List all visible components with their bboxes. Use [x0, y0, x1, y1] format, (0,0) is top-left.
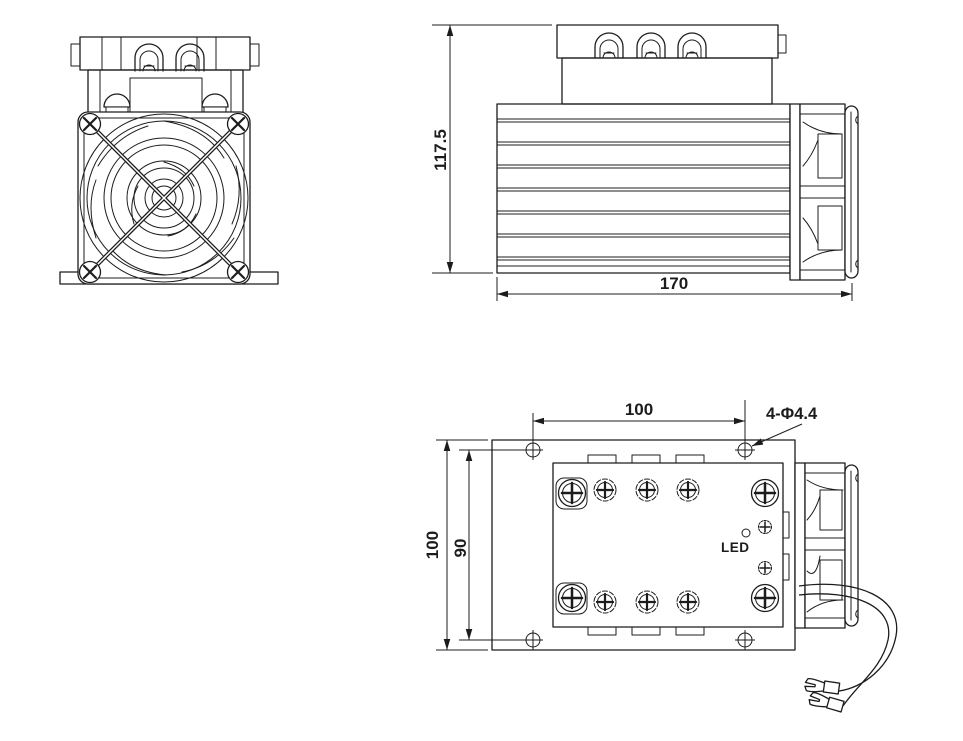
fork-terminal-icon [808, 691, 845, 713]
corner-screw-icon [226, 112, 250, 136]
heatsink-side [496, 103, 791, 274]
side-view: 117.5 170 [431, 24, 859, 301]
terminal-block-front [70, 36, 260, 72]
mounting-hole-icon [735, 630, 755, 650]
dimension-width: 170 [496, 274, 853, 301]
fan-top [794, 462, 859, 629]
dimension-height: 117.5 [431, 24, 552, 274]
wire-clamp-icon [677, 32, 707, 59]
terminal-screw-icon [676, 590, 700, 614]
top-plate-dimension: 100 [423, 531, 442, 559]
terminal-block-side [556, 24, 787, 105]
top-view: LED [423, 400, 898, 713]
top-hole-pitch-h-dimension: 100 [625, 400, 653, 419]
relay-housing-front [87, 69, 244, 117]
corner-screw-icon [78, 260, 102, 284]
terminal-screw-icon [557, 478, 587, 508]
hole-callout: 4-Φ4.4 [751, 405, 818, 447]
fan-blades [90, 120, 240, 276]
wire-clamp-icon [134, 43, 164, 72]
side-height-dimension: 117.5 [431, 129, 450, 171]
control-screw-icon [758, 561, 772, 575]
dimension-hole-pitch-v: 90 [451, 449, 524, 641]
terminal-screw-icon [635, 590, 659, 614]
fan-guard-x-wires [88, 122, 240, 274]
led-indicator-icon [741, 528, 751, 538]
corner-screw-icon [226, 260, 250, 284]
ssr-body-top: LED [552, 454, 790, 636]
wire-clamp-icon [175, 43, 205, 72]
dimension-plate-v: 100 [423, 439, 488, 651]
terminal-screw-icon [676, 478, 700, 502]
corner-screw-icon [78, 112, 102, 136]
side-width-dimension: 170 [660, 274, 688, 293]
fan-wires [798, 583, 898, 713]
wire-clamp-icon [636, 32, 666, 59]
dimension-hole-pitch-h: 100 [532, 400, 746, 443]
top-hole-pitch-v-dimension: 90 [451, 539, 470, 558]
control-screw-icon [758, 520, 772, 534]
front-view [59, 36, 279, 285]
terminal-screw-icon [593, 478, 617, 502]
hole-callout-label: 4-Φ4.4 [766, 405, 818, 423]
terminal-screw-icon [593, 590, 617, 614]
wire-clamp-icon [594, 32, 624, 59]
terminal-screw-icon [635, 478, 659, 502]
fork-terminal-icon [804, 677, 841, 695]
terminal-screw-icon [750, 478, 780, 508]
fan-front [77, 111, 251, 285]
fan-side [789, 103, 859, 281]
mounting-hole-icon [523, 630, 543, 650]
terminal-screw-icon [557, 583, 587, 613]
led-label: LED [721, 540, 750, 555]
terminal-screw-icon [750, 583, 780, 613]
